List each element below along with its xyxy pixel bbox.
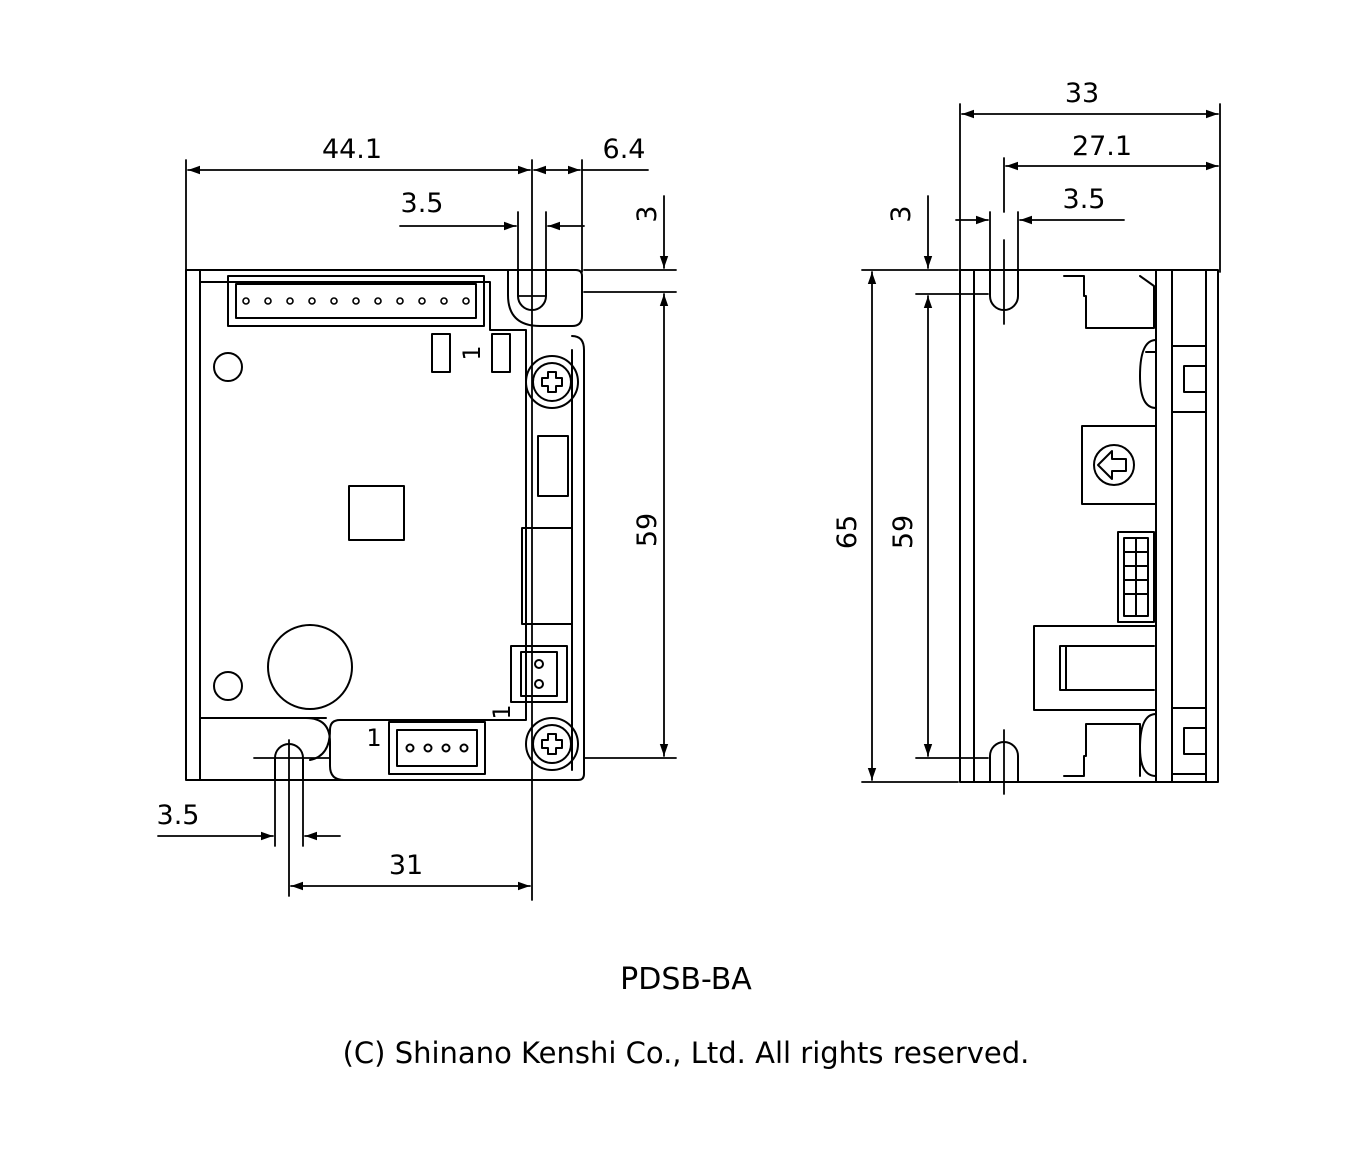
side-dim-offset-label: 3 (886, 205, 917, 222)
side-dim-depth-inner-label: 27.1 (1072, 131, 1132, 162)
front-capacitor (267, 624, 353, 710)
model-caption: PDSB-BA (620, 962, 752, 997)
front-dim-tab-label: 6.4 (603, 134, 646, 165)
dim-offset-side-3 (915, 195, 989, 295)
side-dip-header (1117, 531, 1155, 623)
dim-height-65 (861, 269, 959, 783)
front-pin1-top-label: 1 (458, 345, 486, 360)
side-dim-height-label: 65 (832, 515, 863, 549)
front-connector-top-pins (242, 297, 470, 305)
dim-width-44-1 (185, 159, 533, 901)
dim-hole-span-59-side (915, 295, 989, 759)
front-dim-slot-bottom-label: 3.5 (157, 800, 200, 831)
front-connector-right (510, 645, 568, 703)
dim-depth-27-1 (1003, 157, 1219, 213)
side-screw-bottom (1139, 707, 1207, 777)
dim-depth-33 (959, 103, 1221, 273)
dim-offset-3 (583, 195, 677, 293)
front-dim-hole-spacing-label: 31 (389, 850, 423, 881)
front-component-right-1 (537, 435, 569, 497)
side-dim-hole-span-label: 59 (888, 515, 919, 549)
front-dim-hole-span-label: 59 (632, 513, 663, 547)
front-view (157, 159, 677, 901)
front-component-right-2 (521, 527, 573, 625)
dim-slot-side-3-5 (955, 211, 1125, 795)
front-screw-upper (525, 355, 579, 409)
side-rotary-switch (1081, 425, 1157, 505)
side-connector-bottom (1063, 723, 1141, 777)
dim-tab-6-4 (533, 159, 649, 273)
front-dim-width-label: 44.1 (322, 134, 382, 165)
dim-hole-spacing-31 (290, 295, 547, 891)
front-component-small-2 (491, 333, 511, 373)
front-dim-offset-label: 3 (632, 205, 663, 222)
front-bottom-tab (199, 717, 345, 781)
dim-slot-top-3-5 (399, 211, 585, 271)
front-screw-lower (525, 717, 579, 771)
front-connector-top (227, 275, 485, 327)
side-dim-slot-label: 3.5 (1063, 184, 1106, 215)
front-bracket-outline (185, 269, 585, 781)
front-dim-slot-top-label: 3.5 (401, 188, 444, 219)
front-pin1-right-label: 1 (488, 704, 516, 719)
side-bracket-plate (959, 269, 1219, 783)
front-hole-lower (213, 671, 243, 701)
side-pcb (1155, 269, 1173, 783)
side-screw-top (1139, 339, 1207, 413)
front-hole-upper (213, 352, 243, 382)
copyright-caption: (C) Shinano Kenshi Co., Ltd. All rights … (342, 1036, 1030, 1070)
dim-slot-bottom-3-5 (157, 739, 341, 897)
front-ic-chip (348, 485, 405, 541)
side-connector-top (1063, 275, 1155, 329)
side-connector-body (1033, 625, 1157, 711)
side-dim-depth-label: 33 (1065, 78, 1099, 109)
front-connector-bottom (388, 721, 486, 775)
side-view (861, 103, 1221, 795)
dim-hole-span-59-front (583, 293, 677, 759)
front-component-small-1 (431, 333, 451, 373)
front-pin1-bottom-label: 1 (366, 724, 381, 752)
